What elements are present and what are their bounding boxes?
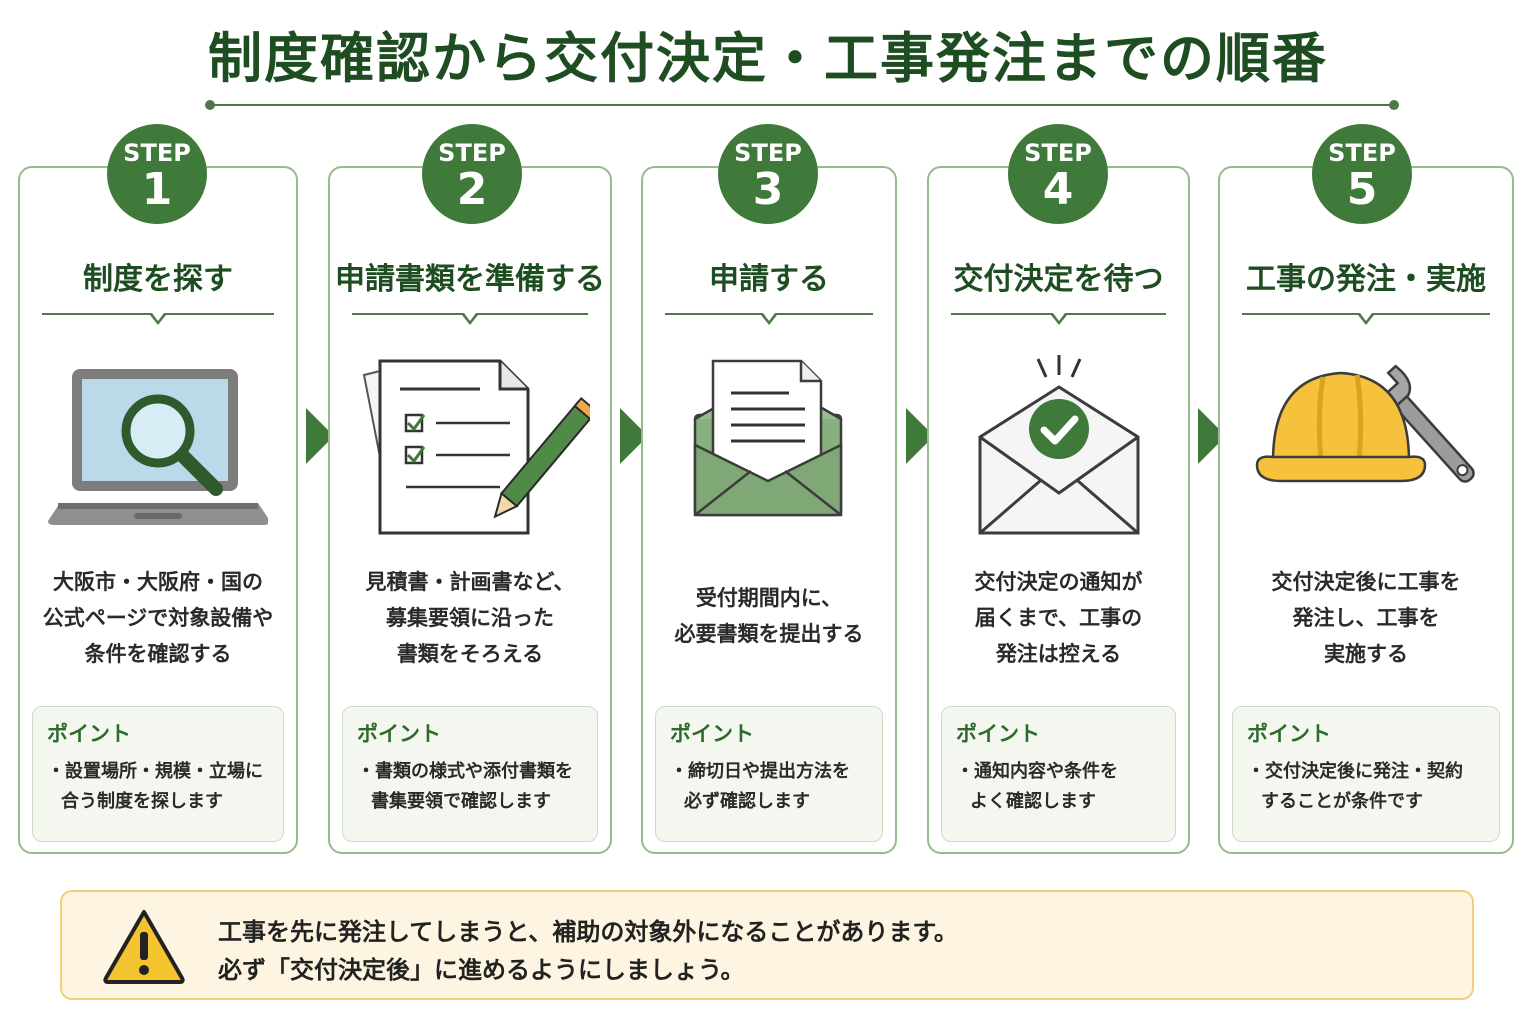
desc-line: 実施する	[1324, 642, 1408, 666]
step-badge-1: STEP 1	[107, 124, 207, 224]
point-line: ・締切日や提出方法を	[670, 761, 850, 782]
point-line: ・書類の様式や添付書類を	[357, 761, 573, 782]
step-description: 交付決定の通知が 届くまで、工事の 発注は控える	[939, 564, 1178, 672]
step-badge-label: STEP	[123, 139, 191, 167]
checklist-document-pencil-icon	[330, 353, 610, 553]
point-line: 合う制度を探します	[61, 791, 223, 812]
point-box: ポイント ・締切日や提出方法を 必ず確認します	[655, 706, 883, 842]
point-box: ポイント ・設置場所・規模・立場に 合う制度を探します	[32, 706, 284, 842]
point-text: ・締切日や提出方法を 必ず確認します	[670, 757, 868, 817]
point-title: ポイント	[47, 722, 131, 746]
step-description: 交付決定後に工事を 発注し、工事を 実施する	[1230, 564, 1502, 672]
step-title: 申請する	[709, 262, 829, 297]
point-box: ポイント ・交付決定後に発注・契約 することが条件です	[1232, 706, 1500, 842]
step-description: 見積書・計画書など、 募集要領に沿った 書類をそろえる	[340, 564, 600, 672]
point-line: 書集要領で確認します	[371, 791, 551, 812]
step-badge-label: STEP	[1328, 139, 1396, 167]
point-line: ・通知内容や条件を	[956, 761, 1118, 782]
step-card-5: 工事の発注・実施 交付決定後に工事を 発注し、工事を 実施する ポイント ・交付…	[1218, 166, 1514, 854]
point-title: ポイント	[357, 722, 441, 746]
step-badge-2: STEP 2	[422, 124, 522, 224]
step-badge-number: 2	[456, 164, 488, 215]
step-card-1: 制度を探す 大阪市・大阪府・国の 公式ページで対象設備や 条件を確認する ポイン…	[18, 166, 298, 854]
hardhat-wrench-icon	[1220, 353, 1512, 553]
envelope-document-icon	[643, 353, 895, 553]
notice-line-2: 必ず「交付決定後」に進めるようにしましょう。	[218, 956, 745, 984]
divider-pointer	[1358, 313, 1374, 325]
envelope-check-icon	[929, 353, 1188, 553]
point-title: ポイント	[670, 722, 754, 746]
step-badge-label: STEP	[1024, 139, 1092, 167]
step-badge-number: 4	[1042, 164, 1074, 215]
desc-line: 書類をそろえる	[396, 642, 544, 666]
step-badge-number: 3	[752, 164, 784, 215]
step-title: 制度を探す	[83, 262, 233, 297]
step-description: 受付期間内に、 必要書類を提出する	[653, 580, 885, 652]
point-box: ポイント ・通知内容や条件を よく確認します	[941, 706, 1176, 842]
desc-line: 交付決定の通知が	[974, 570, 1143, 594]
step-badge-number: 1	[141, 164, 173, 215]
desc-line: 必要書類を提出する	[674, 622, 864, 646]
desc-line: 発注し、工事を	[1292, 606, 1440, 630]
desc-line: 見積書・計画書など、	[365, 570, 575, 594]
warning-icon	[102, 908, 186, 988]
desc-line: 募集要領に沿った	[386, 606, 554, 630]
step-badge-3: STEP 3	[718, 124, 818, 224]
step-card-3: 申請する 受付期間内に、 必要書類を提出する ポイント ・締切日や提出方法を 必…	[641, 166, 897, 854]
step-title: 交付決定を待つ	[953, 262, 1164, 297]
step-description: 大阪市・大阪府・国の 公式ページで対象設備や 条件を確認する	[30, 564, 286, 672]
notice-line-1: 工事を先に発注してしまうと、補助の対象外になることがあります。	[218, 918, 958, 946]
desc-line: 公式ページで対象設備や	[42, 606, 274, 630]
page-title: 制度確認から交付決定・工事発注までの順番	[208, 27, 1328, 90]
desc-line: 条件を確認する	[84, 642, 232, 666]
point-line: よく確認します	[970, 791, 1096, 812]
point-box: ポイント ・書類の様式や添付書類を 書集要領で確認します	[342, 706, 598, 842]
point-text: ・交付決定後に発注・契約 することが条件です	[1247, 757, 1485, 817]
laptop-search-icon	[20, 353, 296, 553]
step-badge-4: STEP 4	[1008, 124, 1108, 224]
point-text: ・書類の様式や添付書類を 書集要領で確認します	[357, 757, 583, 817]
desc-line: 受付期間内に、	[695, 586, 843, 610]
divider-pointer	[462, 313, 478, 325]
desc-line: 発注は控える	[995, 642, 1122, 666]
step-badge-5: STEP 5	[1312, 124, 1412, 224]
step-badge-label: STEP	[438, 139, 506, 167]
point-title: ポイント	[1247, 722, 1331, 746]
step-title: 工事の発注・実施	[1246, 262, 1486, 297]
point-line: することが条件です	[1261, 791, 1423, 812]
title-underline	[205, 100, 1399, 110]
desc-line: 大阪市・大阪府・国の	[53, 570, 263, 594]
divider-pointer	[150, 313, 166, 325]
desc-line: 交付決定後に工事を	[1271, 570, 1461, 594]
step-badge-number: 5	[1346, 164, 1378, 215]
point-text: ・設置場所・規模・立場に 合う制度を探します	[47, 757, 269, 817]
point-line: 必ず確認します	[684, 791, 810, 812]
desc-line: 届くまで、工事の	[974, 606, 1143, 630]
point-text: ・通知内容や条件を よく確認します	[956, 757, 1161, 817]
step-card-4: 交付決定を待つ 交付決定の通知が 届くまで、工事の 発注は控える ポイント ・通…	[927, 166, 1190, 854]
point-title: ポイント	[956, 722, 1040, 746]
step-title: 申請書類を準備する	[335, 262, 605, 297]
point-line: ・交付決定後に発注・契約	[1247, 761, 1463, 782]
point-line: ・設置場所・規模・立場に	[47, 761, 263, 782]
divider-pointer	[761, 313, 777, 325]
step-badge-label: STEP	[734, 139, 802, 167]
step-card-2: 申請書類を準備する 見積書・計画書など、 募集要領に沿った 書類をそろえる	[328, 166, 612, 854]
warning-notice: 工事を先に発注してしまうと、補助の対象外になることがあります。 必ず「交付決定後…	[60, 890, 1474, 1000]
divider-pointer	[1050, 313, 1067, 325]
